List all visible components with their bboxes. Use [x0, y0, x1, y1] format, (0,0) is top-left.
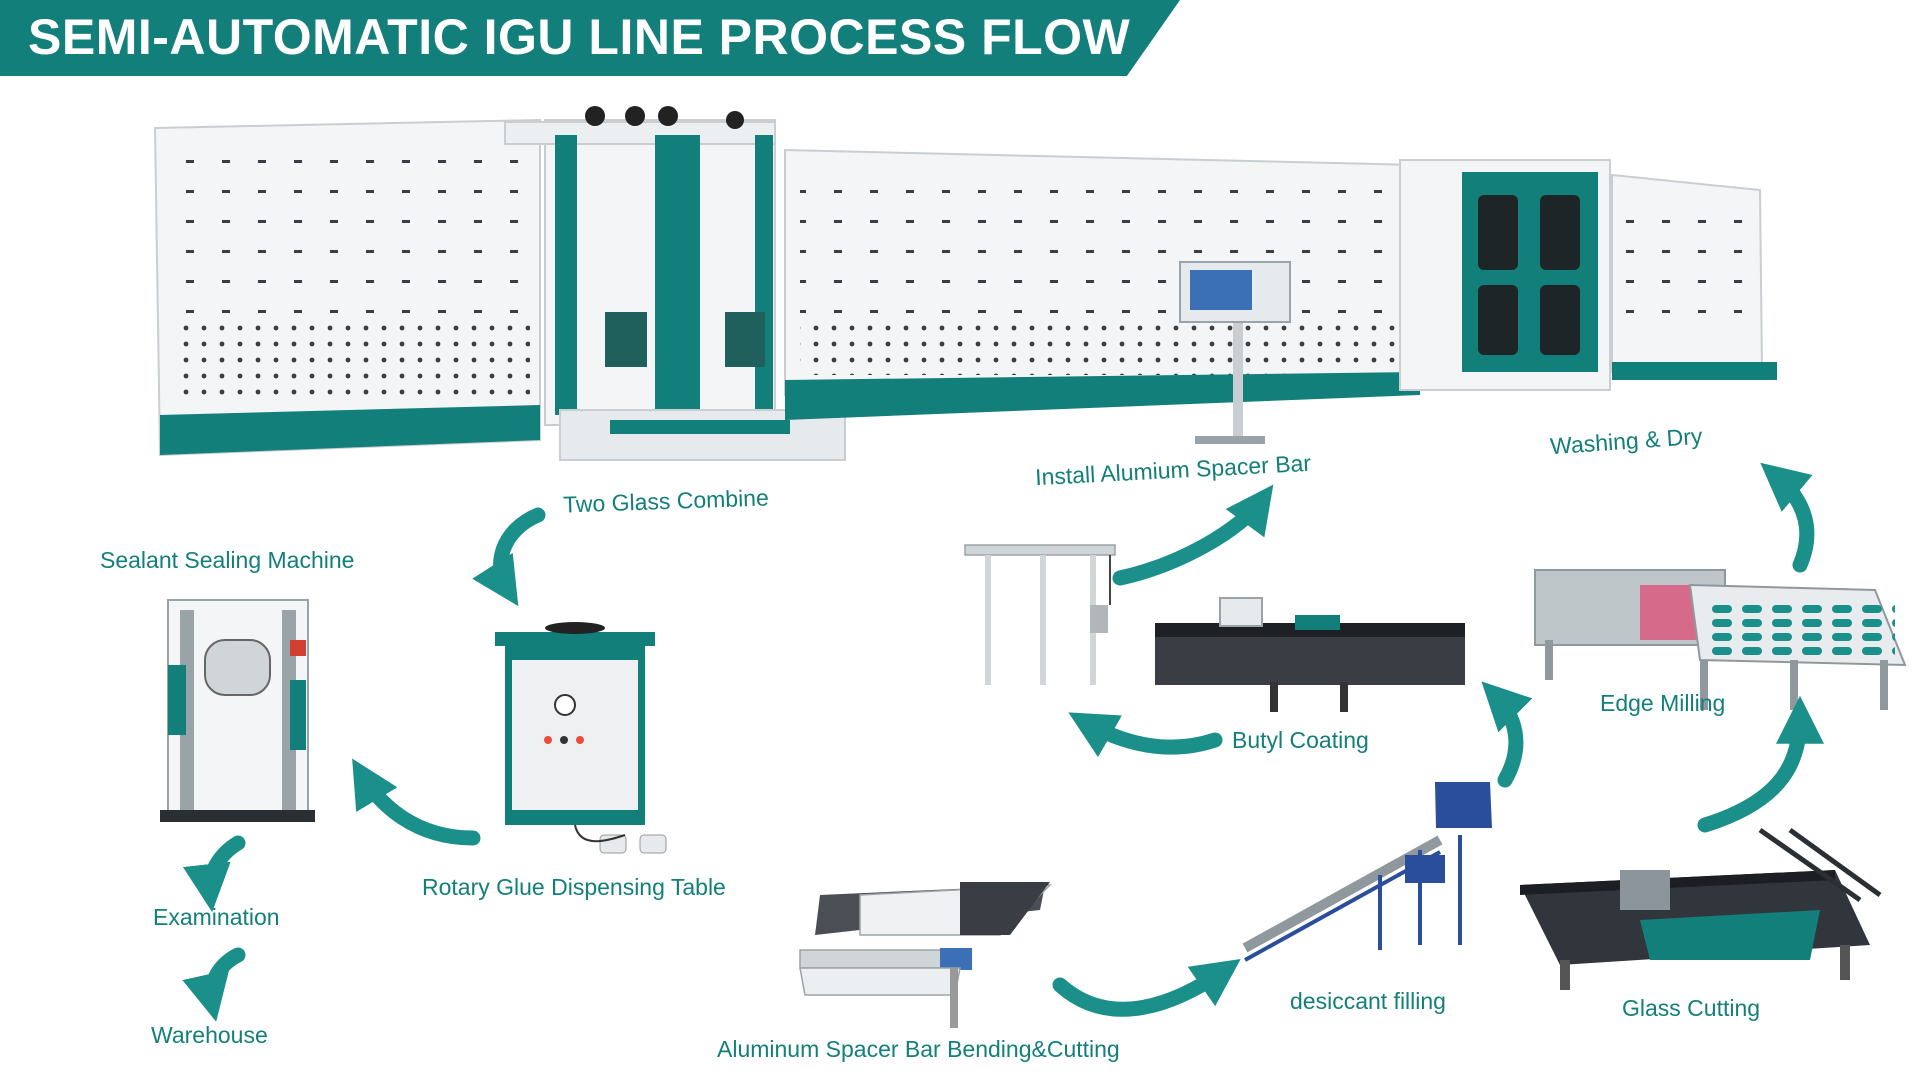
- tower-stripe-right: [755, 135, 773, 415]
- arrow-butyl-to-rack: [1068, 712, 1223, 758]
- rotary-glue-table: [495, 622, 667, 854]
- line-panel-middle-dots: [800, 320, 1405, 375]
- line-base-middle: [785, 372, 1420, 420]
- tower-stripe-center: [655, 135, 700, 415]
- tower-fan-1: [585, 106, 605, 126]
- arrow-milling-to-washing: [1760, 462, 1815, 573]
- igu-production-line: [153, 106, 1777, 461]
- arrow-combine-to-rotary: [472, 507, 546, 607]
- spacer-frame-rack: [964, 544, 1116, 685]
- line-panel-left-dots: [180, 320, 530, 400]
- label-edge-milling: Edge Milling: [1600, 690, 1726, 716]
- label-rotary-glue: Rotary Glue Dispensing Table: [422, 874, 726, 900]
- desiccant-filling-machine: [1242, 782, 1492, 962]
- glass-cutting-machine: [1520, 827, 1882, 990]
- tower-stripe-left: [555, 135, 577, 415]
- sealant-sealing-machine: [160, 599, 315, 822]
- hmi-screen: [1190, 270, 1252, 310]
- label-examination: Examination: [153, 904, 280, 930]
- label-glass-cutting: Glass Cutting: [1622, 995, 1761, 1021]
- line-base-left: [160, 405, 540, 455]
- label-spacer-bending: Aluminum Spacer Bar Bending&Cutting: [717, 1036, 1120, 1062]
- label-warehouse: Warehouse: [151, 1022, 268, 1048]
- spacer-bending-machine: [799, 882, 1052, 1028]
- spacer-station-pillar: [1233, 320, 1243, 440]
- tower-fan-3: [658, 106, 678, 126]
- arrow-desiccant-to-butyl: [1481, 681, 1533, 788]
- title-banner: SEMI-AUTOMATIC IGU LINE PROCESS FLOW: [0, 0, 1180, 76]
- tower-fan-4: [726, 111, 744, 129]
- arrow-rack-to-install: [1112, 484, 1274, 586]
- arrow-examination-to-warehouse: [182, 947, 246, 1022]
- label-sealant-sealing: Sealant Sealing Machine: [100, 547, 355, 573]
- combine-base-stripe: [610, 420, 790, 434]
- spacer-station-foot: [1195, 436, 1265, 444]
- label-desiccant-filling: desiccant filling: [1290, 988, 1446, 1014]
- edge-milling-machine: [1534, 569, 1907, 710]
- line-panel-right-holes: [1620, 195, 1755, 315]
- page-title: SEMI-AUTOMATIC IGU LINE PROCESS FLOW: [28, 9, 1131, 65]
- arrow-rotary-to-sealant: [352, 758, 481, 846]
- washing-window-4: [1540, 285, 1580, 355]
- label-butyl-coating: Butyl Coating: [1232, 727, 1369, 753]
- arrow-sealant-to-examination: [182, 835, 246, 913]
- line-base-right: [1612, 362, 1777, 380]
- arrow-bending-to-desiccant: [1052, 958, 1241, 1017]
- tower-fan-2: [625, 106, 645, 126]
- washing-window-1: [1478, 195, 1518, 270]
- arrow-cutting-to-milling: [1697, 695, 1824, 833]
- butyl-coating-machine: [1155, 597, 1465, 712]
- tower-window-right: [725, 312, 765, 367]
- flow-arrows: [182, 462, 1824, 1022]
- line-panel-middle-holes: [800, 170, 1405, 320]
- line-panel-left-holes: [180, 140, 530, 320]
- washing-window-3: [1478, 285, 1518, 355]
- tower-window-left: [605, 312, 647, 367]
- washing-window-2: [1540, 195, 1580, 270]
